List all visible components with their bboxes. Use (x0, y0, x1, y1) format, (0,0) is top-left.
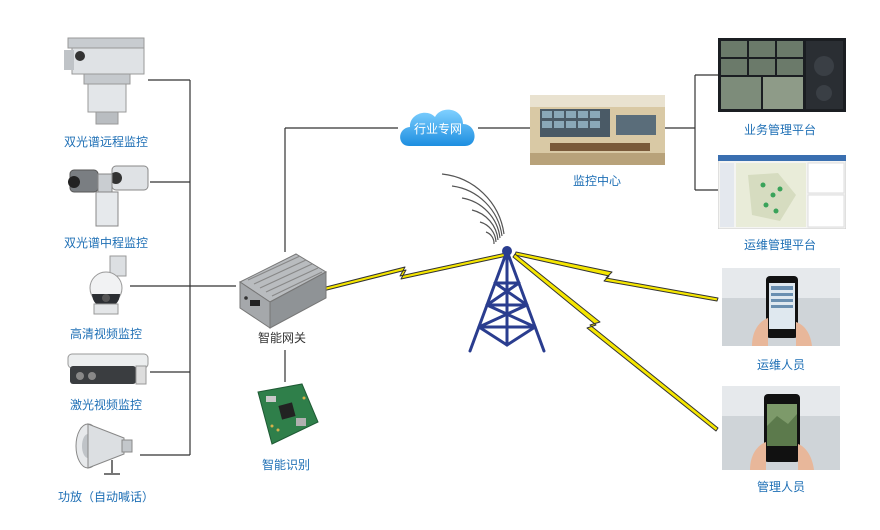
laser-video-label: 激光视频监控 (69, 398, 143, 412)
ops-staff-label: 运维人员 (756, 358, 806, 372)
ops-phone-image (722, 268, 840, 346)
bispectrum-mid-camera-image (68, 165, 149, 227)
recognition-label: 智能识别 (261, 458, 311, 472)
business-platform-label: 业务管理平台 (743, 123, 817, 137)
monitor-center-label: 监控中心 (572, 174, 622, 188)
wifi-signal-icon (441, 173, 505, 245)
ops-platform-label: 运维管理平台 (743, 238, 817, 252)
bispectrum-mid-label: 双光谱中程监控 (63, 236, 149, 250)
amplifier-label: 功放（自动喊话） (57, 490, 155, 504)
recognition-board-image (257, 383, 319, 445)
gateway-label: 智能网关 (257, 331, 307, 345)
business-platform-image (718, 38, 846, 112)
hd-video-label: 高清视频监控 (69, 327, 143, 341)
laser-camera-image (67, 353, 149, 385)
monitor-center-image (530, 95, 665, 165)
manager-staff-label: 管理人员 (756, 480, 806, 494)
gateway-device-image (239, 253, 328, 329)
ops-platform-image (718, 155, 846, 229)
hd-dome-camera-image (89, 255, 127, 315)
radio-tower-icon (468, 246, 546, 353)
bispectrum-long-camera-image (64, 37, 145, 125)
private-network-label: 行业专网 (413, 122, 463, 136)
cloud-icon (400, 109, 475, 146)
bispectrum-long-label: 双光谱远程监控 (63, 135, 149, 149)
horn-speaker-icon (75, 423, 133, 475)
manager-phone-image (722, 386, 840, 470)
